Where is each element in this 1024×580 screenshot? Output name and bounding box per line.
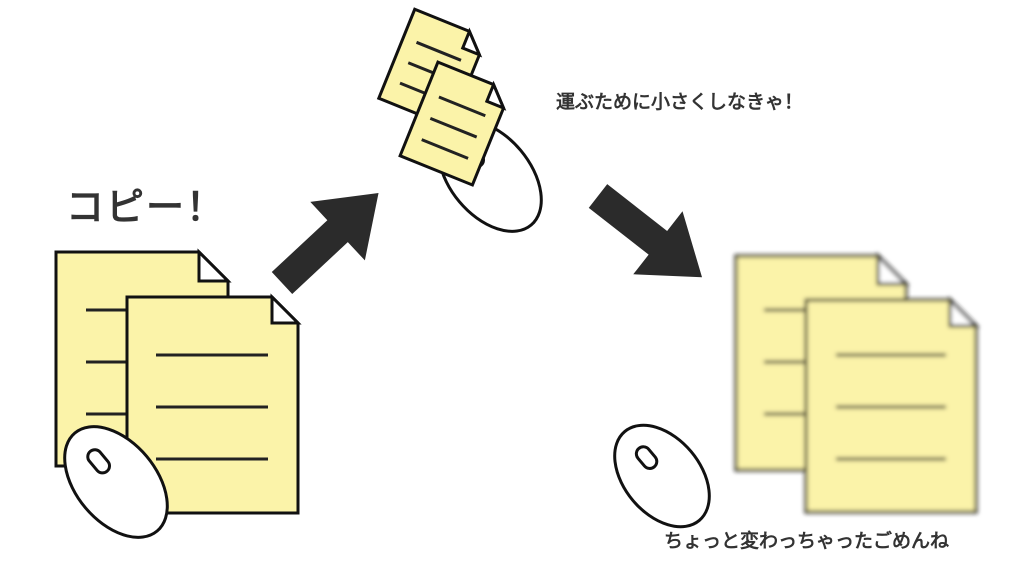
- stage-original-copy: [54, 248, 302, 539]
- arrow-icon: [588, 184, 703, 278]
- mouse-icon: [63, 425, 169, 539]
- caption-shrink: 運ぶために小さくしなきゃ！: [556, 91, 804, 113]
- document-icon: [804, 296, 980, 514]
- document-icon: [125, 293, 302, 515]
- mouse-icon: [613, 423, 711, 529]
- document-icon: [398, 60, 507, 187]
- stage-shrunk-copy: [376, 7, 543, 233]
- stage-degraded-copy: [613, 252, 980, 529]
- caption-sorry: ちょっと変わっちゃったごめんね: [664, 530, 950, 552]
- caption-copy: コピー！: [66, 185, 227, 229]
- arrow-icon: [271, 192, 379, 294]
